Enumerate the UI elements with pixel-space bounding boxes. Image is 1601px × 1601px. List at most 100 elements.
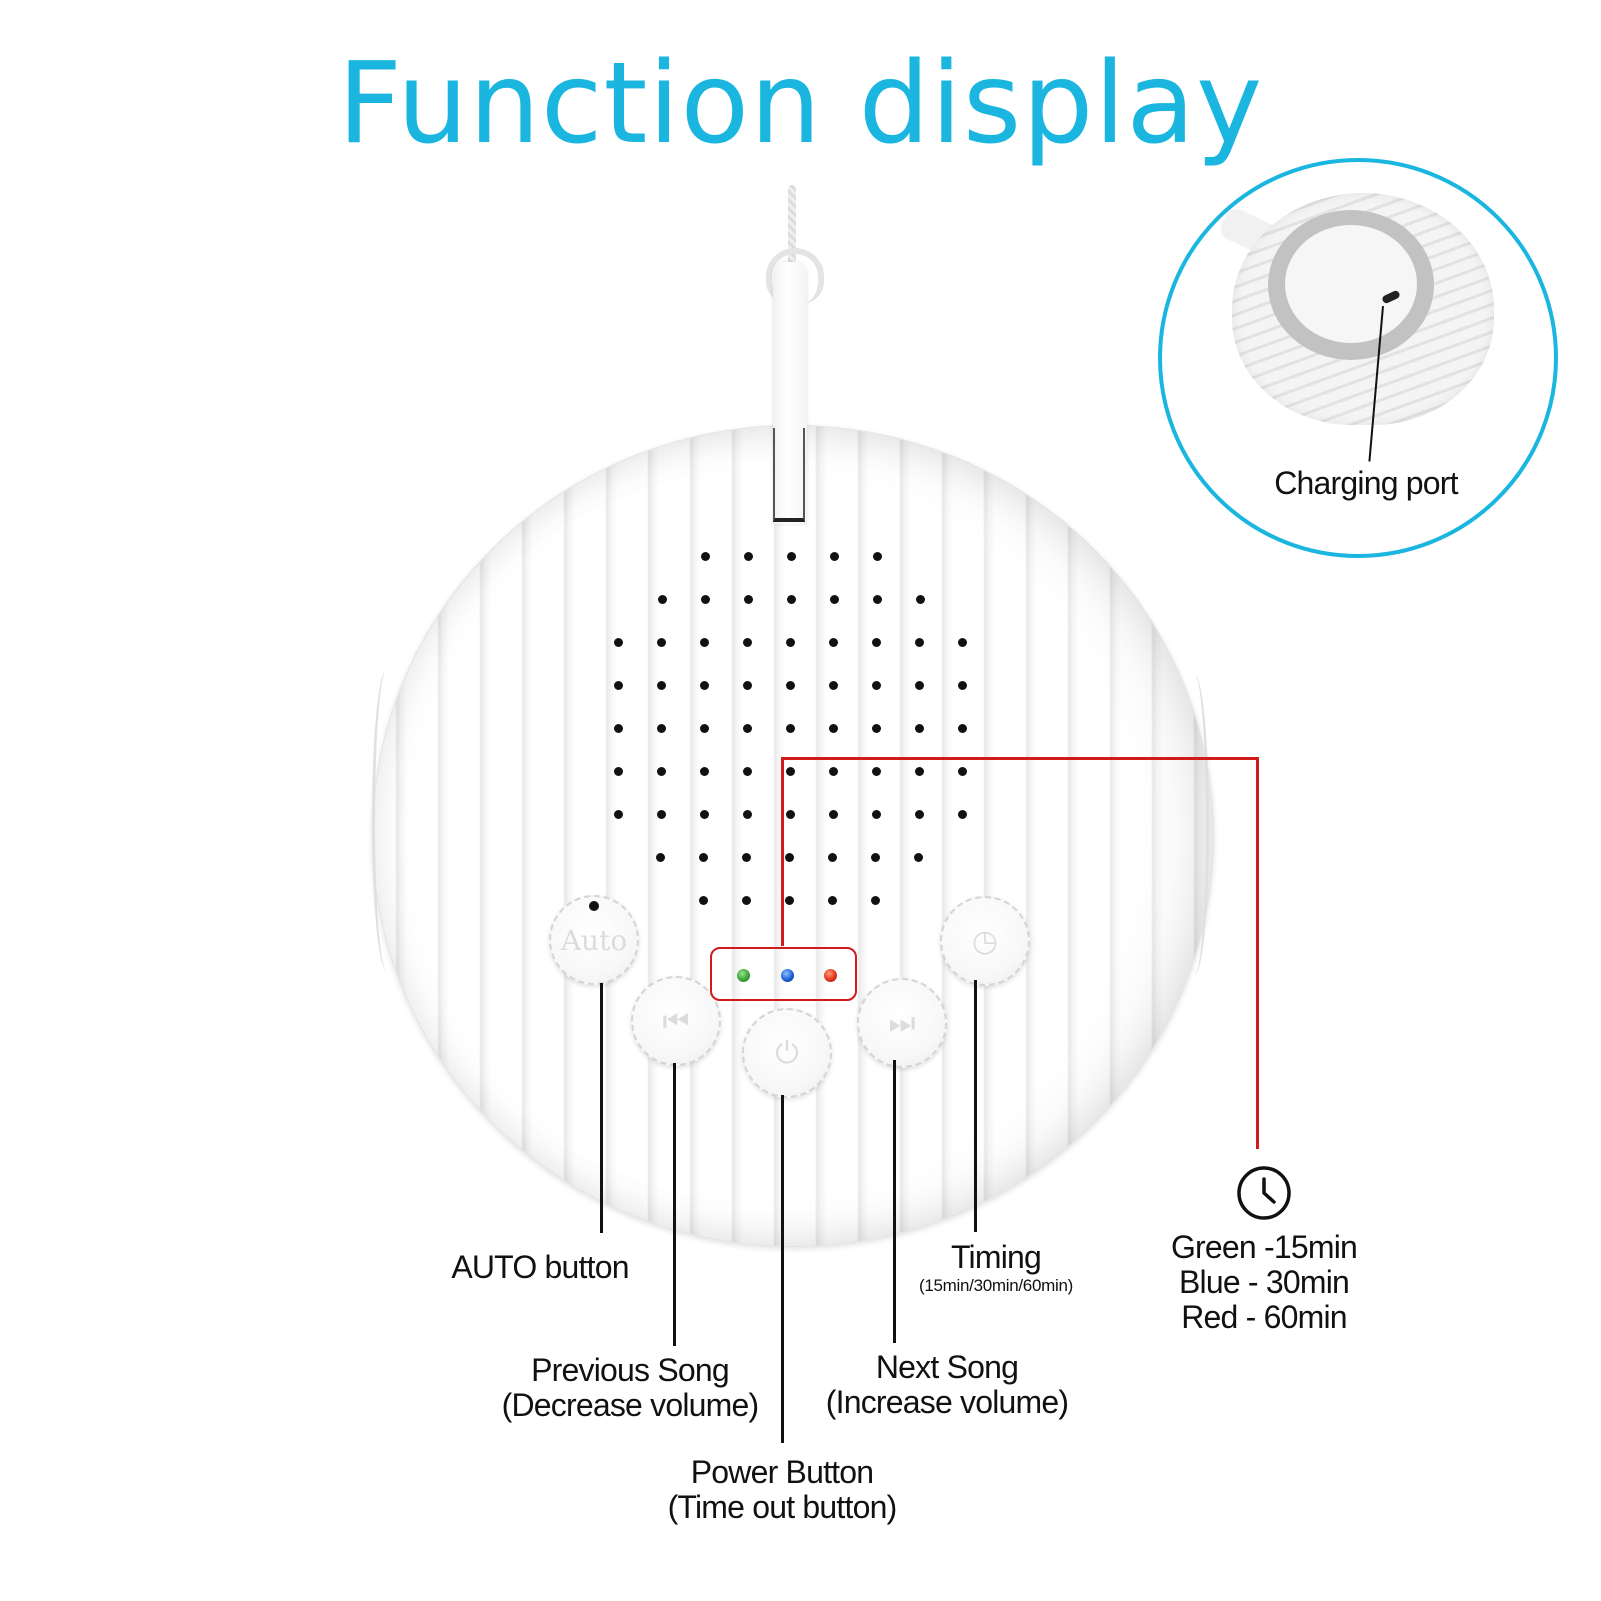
auto-callout-line [600, 983, 603, 1233]
speaker-hole [657, 810, 666, 819]
speaker-hole [785, 896, 794, 905]
speaker-hole [872, 767, 881, 776]
speaker-hole [743, 681, 752, 690]
speaker-hole [915, 638, 924, 647]
speaker-hole [787, 552, 796, 561]
speaker-hole [657, 767, 666, 776]
next-song-button[interactable]: ⏭ [857, 978, 947, 1068]
speaker-hole [744, 595, 753, 604]
previous-callout-line [673, 1063, 676, 1346]
speaker-hole [915, 767, 924, 776]
speaker-hole [958, 681, 967, 690]
speaker-hole [828, 896, 837, 905]
speaker-hole [700, 681, 709, 690]
speaker-hole [785, 853, 794, 862]
charging-port-label: Charging port [1274, 465, 1458, 501]
speaker-hole [786, 767, 795, 776]
led-callout-line-horizontal [781, 757, 1259, 760]
led-highlight-box [710, 947, 857, 1001]
led-blue [781, 969, 794, 982]
speaker-hole [701, 552, 710, 561]
speaker-hole [829, 724, 838, 733]
speaker-hole [786, 724, 795, 733]
speaker-hole [614, 767, 623, 776]
speaker-hole [830, 552, 839, 561]
speaker-hole [829, 681, 838, 690]
auto-icon: Auto [560, 923, 628, 957]
speaker-hole [614, 810, 623, 819]
speaker-hole [786, 638, 795, 647]
speaker-hole [958, 724, 967, 733]
led-callout-line-down [1256, 757, 1259, 1149]
inset-base-plate [1285, 225, 1417, 343]
speaker-hole [658, 595, 667, 604]
speaker-hole [743, 810, 752, 819]
timing-label: Timing (15min/30min/60min) [919, 1239, 1073, 1296]
speaker-hole [699, 853, 708, 862]
speaker-hole [829, 810, 838, 819]
timing-button[interactable]: ◷ [940, 896, 1030, 986]
speaker-hole [657, 638, 666, 647]
next-song-label: Next Song (Increase volume) [825, 1349, 1069, 1420]
led-callout-line-vertical [781, 758, 784, 946]
previous-song-button[interactable]: ⏮ [631, 976, 721, 1066]
led-green [737, 969, 750, 982]
speaker-hole [743, 638, 752, 647]
speaker-hole [916, 595, 925, 604]
strap [773, 262, 807, 524]
speaker-hole [871, 896, 880, 905]
device-edge-right [1180, 675, 1209, 975]
speaker-hole [830, 595, 839, 604]
speaker-hole [872, 638, 881, 647]
speaker-hole [656, 853, 665, 862]
speaker-hole [742, 853, 751, 862]
speaker-hole [786, 681, 795, 690]
speaker-hole [829, 638, 838, 647]
speaker-hole [958, 638, 967, 647]
speaker-hole [914, 853, 923, 862]
power-icon: ⏻ [775, 1035, 799, 1071]
speaker-hole [701, 595, 710, 604]
auto-button-label: AUTO button [451, 1249, 629, 1285]
previous-song-label: Previous Song (Decrease volume) [501, 1352, 760, 1423]
speaker-hole [699, 896, 708, 905]
speaker-hole [958, 810, 967, 819]
microphone-hole [589, 901, 599, 911]
device-body [372, 425, 1214, 1247]
speaker-hole [915, 810, 924, 819]
led-legend-blue: Blue - 30min [1178, 1264, 1350, 1300]
speaker-hole [614, 724, 623, 733]
power-button-label: Power Button (Time out button) [667, 1454, 898, 1525]
clock-icon [1237, 1166, 1291, 1220]
clock-icon: ◷ [971, 923, 999, 959]
led-legend-red: Red - 60min [1181, 1299, 1347, 1335]
speaker-hole [744, 552, 753, 561]
speaker-hole [700, 767, 709, 776]
speaker-hole [657, 724, 666, 733]
speaker-hole [700, 810, 709, 819]
lanyard-loop [766, 248, 824, 304]
speaker-hole [828, 853, 837, 862]
speaker-hole [872, 681, 881, 690]
speaker-hole [872, 724, 881, 733]
speaker-hole [657, 681, 666, 690]
power-button[interactable]: ⏻ [742, 1008, 832, 1098]
speaker-hole [786, 810, 795, 819]
speaker-hole [871, 853, 880, 862]
speaker-hole [829, 767, 838, 776]
next-track-icon: ⏭ [888, 1005, 916, 1041]
power-callout-line [781, 1095, 784, 1443]
speaker-hole [872, 810, 881, 819]
speaker-hole [873, 595, 882, 604]
timing-callout-line [974, 980, 977, 1232]
speaker-hole [743, 767, 752, 776]
lanyard-cord [788, 185, 796, 265]
speaker-hole [614, 681, 623, 690]
page-title: Function display [337, 39, 1264, 169]
led-legend-green: Green -15min [1170, 1229, 1358, 1265]
speaker-hole [873, 552, 882, 561]
led-red [824, 969, 837, 982]
speaker-hole [700, 638, 709, 647]
speaker-hole [742, 896, 751, 905]
speaker-hole [700, 724, 709, 733]
